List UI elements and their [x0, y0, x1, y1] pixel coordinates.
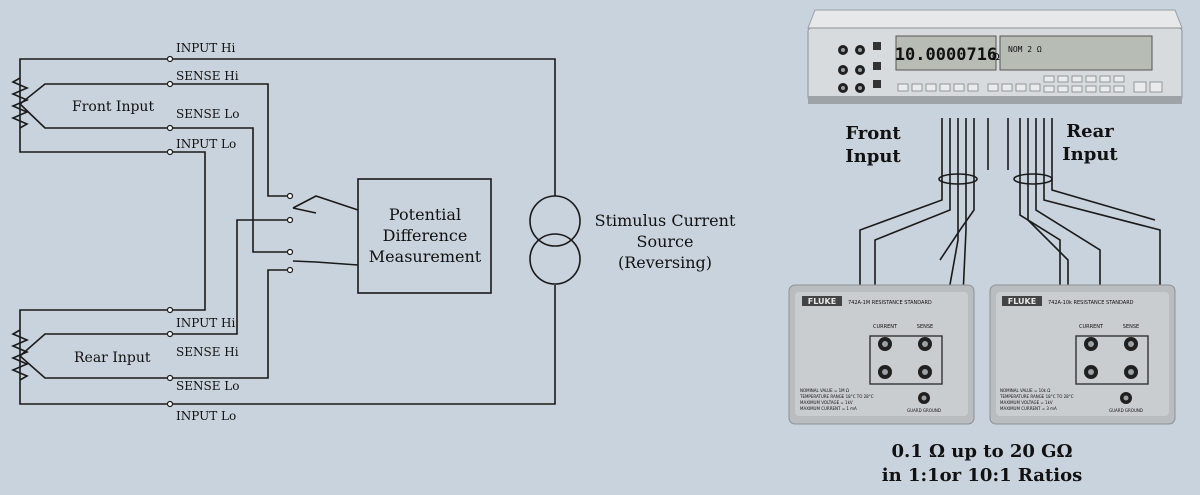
- front-terminals: [166, 55, 174, 156]
- rear-input-label: Rear Input: [74, 350, 151, 366]
- rear-resistor-zigzag: [10, 329, 30, 381]
- rear-sense-loop: [18, 333, 170, 379]
- caption-line-1: 0.1 Ω up to 20 GΩ: [891, 441, 1072, 462]
- rear-sense-hi-label: SENSE Hi: [176, 345, 239, 359]
- front-resistor-network: [10, 58, 170, 153]
- standard-1-brand: FLUKE: [808, 297, 836, 306]
- stimulus-label-3: (Reversing): [618, 253, 712, 272]
- measurement-label-2: Difference: [383, 226, 468, 245]
- resistance-standard-1: [788, 284, 975, 425]
- front-sense-lo-label: SENSE Lo: [176, 107, 239, 121]
- front-input-hi-wire: [170, 58, 556, 196]
- front-sense-lo-wire: [170, 127, 290, 253]
- switch-upper: [286, 192, 359, 224]
- front-input-hi-label: INPUT Hi: [176, 41, 236, 55]
- standard-1-spec-1: NOMINAL VALUE = 1M Ω: [800, 388, 849, 393]
- standard-2-brand: FLUKE: [1008, 297, 1036, 306]
- standard-2-spec-1: NOMINAL VALUE = 10k Ω: [1000, 388, 1050, 393]
- front-sense-loop: [18, 83, 170, 129]
- rear-input-lo-wire: [170, 285, 556, 405]
- current-source-symbol: [529, 195, 581, 285]
- stimulus-label-1: Stimulus Current: [595, 211, 736, 230]
- rear-sense-lo-label: SENSE Lo: [176, 379, 239, 393]
- meter-secondary-display: NOM 2 Ω: [1008, 45, 1042, 54]
- standard-1-spec-2: TEMPERATURE RANGE 18°C TO 28°C: [799, 394, 874, 399]
- measurement-box: [357, 178, 492, 294]
- switch-lower: [286, 248, 359, 274]
- standard-2-spec-2: TEMPERATURE RANGE 18°C TO 28°C: [999, 394, 1074, 399]
- standard-2-spec-4: MAXIMUM CURRENT = 3 mA: [1000, 406, 1057, 411]
- standard-1-spec-4: MAXIMUM CURRENT = 1 mA: [800, 406, 857, 411]
- standard-1-current-label: CURRENT: [873, 324, 898, 330]
- meter-display-unit: Ω: [992, 52, 1000, 63]
- standard-1-model: 742A-1M RESISTANCE STANDARD: [848, 300, 932, 306]
- resistance-standard-2: [989, 284, 1176, 425]
- standard-2-current-label: CURRENT: [1079, 324, 1104, 330]
- rear-input-lo-label: INPUT Lo: [176, 409, 236, 423]
- caption-line-2: in 1:1or 10:1 Ratios: [882, 465, 1082, 486]
- meter-instrument: [807, 9, 1183, 104]
- rear-input-hi-label: INPUT Hi: [176, 316, 236, 330]
- rear-sense-lo-wire: [170, 269, 290, 379]
- meter-rear-label-1: Rear: [1066, 121, 1114, 142]
- meter-rear-label-2: Input: [1062, 144, 1118, 165]
- measurement-label-1: Potential: [389, 205, 461, 224]
- measurement-label-3: Measurement: [369, 247, 482, 266]
- standard-2-model: 742A-10k RESISTANCE STANDARD: [1048, 300, 1134, 306]
- front-input-lo-wire: [170, 151, 206, 311]
- front-input-label: Front Input: [72, 99, 154, 115]
- standard-1-guard-label: GUARD GROUND: [907, 408, 941, 413]
- front-sense-hi-wire: [170, 83, 290, 197]
- standard-2-spec-3: MAXIMUM VOLTAGE = 1kV: [1000, 400, 1053, 405]
- rear-terminals: [166, 306, 174, 408]
- rear-resistor-network: [10, 309, 170, 405]
- meter-display-value: 10.0000716: [895, 45, 997, 65]
- front-outer-loop: [19, 58, 170, 153]
- rear-sense-hi-wire: [170, 219, 290, 335]
- front-input-lo-label: INPUT Lo: [176, 137, 236, 151]
- front-resistor-zigzag: [10, 77, 30, 129]
- meter-front-label-2: Input: [845, 146, 901, 167]
- standard-2-sense-label: SENSE: [1123, 324, 1139, 330]
- standard-2-guard-label: GUARD GROUND: [1109, 408, 1143, 413]
- front-sense-hi-label: SENSE Hi: [176, 69, 239, 83]
- standard-1-sense-label: SENSE: [917, 324, 933, 330]
- standard-1-spec-3: MAXIMUM VOLTAGE = 1kV: [800, 400, 853, 405]
- stimulus-label-2: Source: [637, 232, 694, 251]
- meter-front-label-1: Front: [845, 123, 901, 144]
